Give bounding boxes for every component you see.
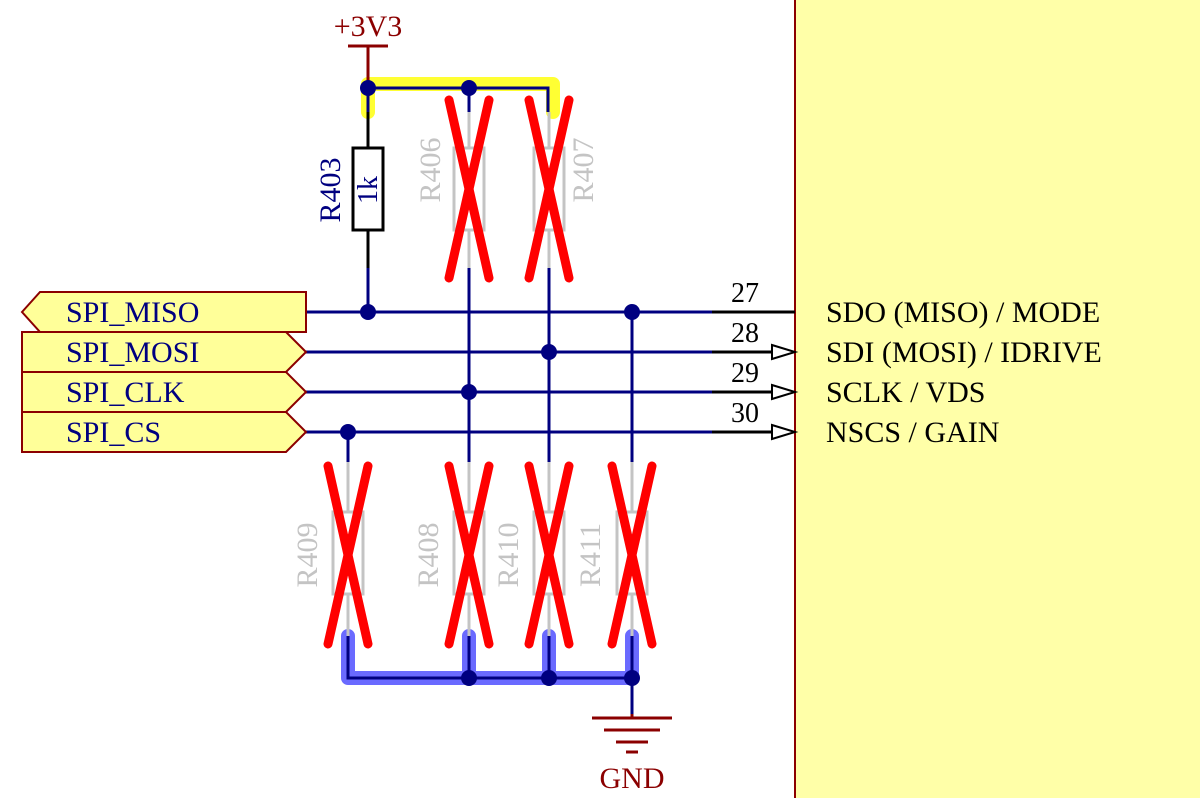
junction-dot (461, 80, 477, 96)
ic-pin-29[interactable]: 29 SCLK / VDS (712, 358, 986, 409)
ic-pin-number: 29 (731, 358, 759, 389)
dnp-cross-r408 (444, 461, 494, 649)
ic-pin-28[interactable]: 28 SDI (MOSI) / IDRIVE (712, 318, 1102, 369)
dnp-cross-r411 (607, 461, 657, 649)
resistor-r411-ref: R411 (574, 523, 607, 587)
ground-symbol: GND (592, 714, 672, 795)
input-arrow-icon (771, 423, 799, 441)
ic-body (794, 0, 1200, 798)
resistor-r403-value: 1k (353, 176, 384, 204)
ic-pin-name: SDO (MISO) / MODE (826, 296, 1100, 329)
junction-dot (360, 80, 376, 96)
junction-dot (360, 304, 376, 320)
vertical-wires (346, 268, 634, 462)
dnp-cross-r406 (444, 95, 494, 283)
input-arrow-icon (771, 383, 799, 401)
resistor-r406-ref: R406 (414, 137, 447, 202)
resistor-r407-ref: R407 (567, 137, 600, 202)
resistor-r410-ref: R410 (492, 522, 525, 587)
resistor-r407[interactable]: R407 (524, 95, 600, 283)
net-flag-spi-miso[interactable]: SPI_MISO (20, 291, 307, 333)
resistor-r406[interactable]: R406 (414, 95, 494, 283)
dnp-cross-r410 (524, 461, 574, 649)
junction-dot (461, 384, 477, 400)
net-flag-label: SPI_MISO (66, 296, 199, 329)
ic-pin-number: 27 (731, 278, 759, 309)
dnp-cross-r409 (323, 461, 373, 649)
resistor-r410[interactable]: R410 (492, 461, 574, 649)
resistor-r403[interactable]: R403 1k (314, 112, 385, 268)
resistor-r409-ref: R409 (291, 522, 324, 587)
resistor-r409[interactable]: R409 (291, 461, 373, 649)
input-arrow-icon (771, 343, 799, 361)
net-flag-spi-clk[interactable]: SPI_CLK (21, 371, 308, 413)
ic-pin-27[interactable]: 27 SDO (MISO) / MODE (712, 278, 1100, 329)
dnp-cross-r407 (524, 95, 574, 283)
net-flag-spi-mosi[interactable]: SPI_MOSI (21, 331, 308, 373)
net-flag-label: SPI_MOSI (66, 336, 199, 369)
junction-dot (340, 424, 356, 440)
ic-pin-number: 28 (731, 318, 759, 349)
ic-pin-number: 30 (731, 398, 759, 429)
ic-pin-30[interactable]: 30 NSCS / GAIN (712, 398, 999, 449)
ic-pin-name: SCLK / VDS (826, 376, 986, 409)
net-flag-label: SPI_CLK (66, 376, 185, 409)
junction-dot (541, 344, 557, 360)
resistor-r408-ref: R408 (412, 522, 445, 587)
ground-rail (346, 636, 634, 714)
net-flag-spi-cs[interactable]: SPI_CS (21, 411, 308, 453)
ground-label: GND (600, 762, 665, 795)
resistor-r411[interactable]: R411 (574, 461, 657, 649)
ic-pin-name: SDI (MOSI) / IDRIVE (826, 336, 1102, 369)
supply-label: +3V3 (334, 10, 403, 43)
resistor-r403-ref: R403 (314, 157, 347, 222)
ic-pin-name: NSCS / GAIN (826, 416, 999, 449)
resistor-r403-body (351, 146, 385, 232)
resistor-r408[interactable]: R408 (412, 461, 494, 649)
net-flag-label: SPI_CS (66, 416, 161, 449)
junction-dot (624, 304, 640, 320)
supply-symbol: +3V3 (334, 10, 403, 84)
supply-rail (366, 84, 550, 112)
